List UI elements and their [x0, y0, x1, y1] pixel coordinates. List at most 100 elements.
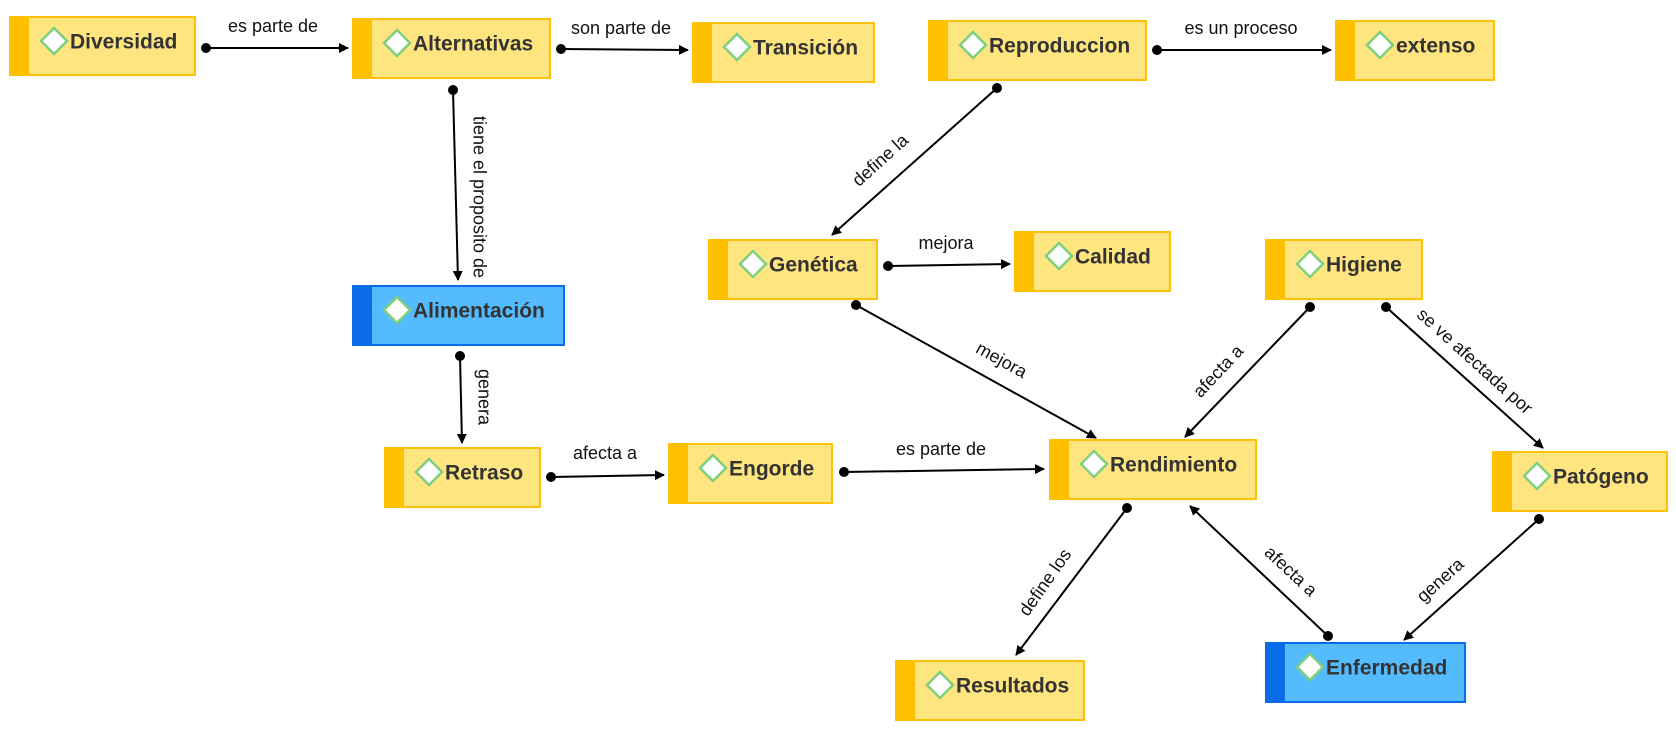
- edge-line: [1385, 306, 1544, 449]
- node-patogeno[interactable]: Patógeno: [1492, 451, 1668, 512]
- node-color-bar: [693, 23, 712, 82]
- nodes-layer: Diversidad Alternativas Transición Reproduc…: [9, 16, 1668, 721]
- diamond-icon: [39, 26, 69, 56]
- node-higiene[interactable]: Higiene: [1265, 239, 1423, 300]
- edge-higiene-rendimiento: afecta a: [1184, 302, 1315, 438]
- edge-patogeno-enfermedad: genera: [1403, 514, 1544, 641]
- edge-label: es parte de: [228, 16, 318, 36]
- node-reproduccion[interactable]: Reproduccion: [928, 20, 1147, 81]
- edge-start-dot: [1305, 302, 1315, 312]
- node-label: Transición: [753, 37, 858, 60]
- edge-alternativas-alimentacion: tiene el proposito de: [448, 85, 489, 281]
- edge-diversidad-alternativas: es parte de: [201, 16, 349, 53]
- node-color-bar: [669, 444, 688, 503]
- node-retraso[interactable]: Retraso: [384, 447, 541, 508]
- edge-line: [887, 259, 1011, 270]
- node-calidad[interactable]: Calidad: [1014, 231, 1171, 292]
- node-color-bar: [353, 19, 372, 78]
- node-color-bar: [896, 661, 915, 720]
- node-color-bar: [929, 21, 948, 80]
- edge-line: [1189, 505, 1329, 637]
- edge-reproduccion-extenso: es un proceso: [1152, 18, 1332, 55]
- edge-rendimiento-resultados: define los: [1015, 503, 1132, 656]
- diamond-icon: [1079, 449, 1109, 479]
- node-label: Alternativas: [413, 33, 533, 56]
- node-resultados[interactable]: Resultados: [895, 660, 1085, 721]
- diamond-icon: [925, 670, 955, 700]
- edge-line: [560, 44, 689, 55]
- node-alternativas[interactable]: Alternativas: [352, 18, 551, 79]
- edge-start-dot: [556, 44, 566, 54]
- edge-higiene-patogeno: se ve afectada por: [1381, 302, 1544, 449]
- edge-label: afecta a: [1261, 542, 1322, 601]
- node-diversidad[interactable]: Diversidad: [9, 16, 196, 76]
- edge-label: mejora: [973, 338, 1032, 383]
- diamond-icon: [382, 295, 412, 325]
- node-color-bar: [10, 17, 29, 75]
- node-alimentacion[interactable]: Alimentación: [352, 285, 565, 346]
- edge-start-dot: [1534, 514, 1544, 524]
- node-box: [9, 16, 196, 76]
- node-label: Reproduccion: [989, 35, 1130, 58]
- diamond-icon: [1295, 249, 1325, 279]
- node-color-bar: [1266, 240, 1285, 299]
- node-box: [1265, 239, 1423, 300]
- edge-label: afecta a: [573, 443, 638, 463]
- edge-line: [855, 304, 1097, 439]
- edge-label: define la: [848, 129, 913, 190]
- edge-label: es parte de: [896, 439, 986, 459]
- node-extenso[interactable]: extenso: [1335, 20, 1495, 81]
- node-color-bar: [1493, 452, 1512, 511]
- node-label: Patógeno: [1553, 466, 1649, 489]
- node-label: Higiene: [1326, 254, 1402, 277]
- edge-retraso-engorde: afecta a: [546, 443, 665, 482]
- node-rendimiento[interactable]: Rendimiento: [1049, 439, 1257, 500]
- edge-reproduccion-genetica: define la: [831, 83, 1002, 236]
- edge-line: [1015, 507, 1128, 656]
- edge-line: [831, 87, 998, 236]
- node-transicion[interactable]: Transición: [692, 22, 875, 83]
- edge-enfermedad-rendimiento: afecta a: [1189, 505, 1333, 641]
- edge-start-dot: [455, 351, 465, 361]
- edge-label: son parte de: [571, 18, 671, 38]
- edge-label: mejora: [918, 233, 974, 253]
- diamond-icon: [1365, 30, 1395, 60]
- node-label: extenso: [1396, 35, 1475, 58]
- node-color-bar: [1050, 440, 1069, 499]
- edge-start-dot: [839, 467, 849, 477]
- node-box: [692, 22, 875, 83]
- edge-start-dot: [546, 472, 556, 482]
- edge-engorde-rendimiento: es parte de: [839, 439, 1045, 477]
- node-enfermedad[interactable]: Enfermedad: [1265, 642, 1466, 703]
- diamond-icon: [414, 457, 444, 487]
- edge-label: define los: [1015, 545, 1076, 620]
- edge-start-dot: [201, 43, 211, 53]
- diamond-icon: [382, 28, 412, 58]
- node-color-bar: [1336, 21, 1355, 80]
- diamond-icon: [1295, 652, 1325, 682]
- node-genetica[interactable]: Genética: [708, 239, 878, 300]
- node-color-bar: [353, 286, 372, 345]
- node-color-bar: [1015, 232, 1034, 291]
- node-label: Alimentación: [413, 300, 545, 323]
- node-color-bar: [1266, 643, 1285, 702]
- node-box: [895, 660, 1085, 721]
- node-engorde[interactable]: Engorde: [668, 443, 833, 504]
- diamond-icon: [722, 32, 752, 62]
- node-box: [1335, 20, 1495, 81]
- edge-line: [843, 464, 1045, 475]
- node-box: [668, 443, 833, 504]
- edge-line: [550, 470, 665, 481]
- node-label: Genética: [769, 254, 858, 277]
- edge-alimentacion-retraso: genera: [455, 351, 494, 444]
- edge-start-dot: [1122, 503, 1132, 513]
- node-label: Rendimiento: [1110, 454, 1237, 477]
- edge-line: [1403, 518, 1540, 641]
- diamond-icon: [1522, 461, 1552, 491]
- diamond-icon: [1044, 241, 1074, 271]
- node-color-bar: [385, 448, 404, 507]
- edge-label: es un proceso: [1184, 18, 1297, 38]
- edge-genetica-calidad: mejora: [883, 233, 1011, 271]
- edge-label: genera: [474, 369, 494, 426]
